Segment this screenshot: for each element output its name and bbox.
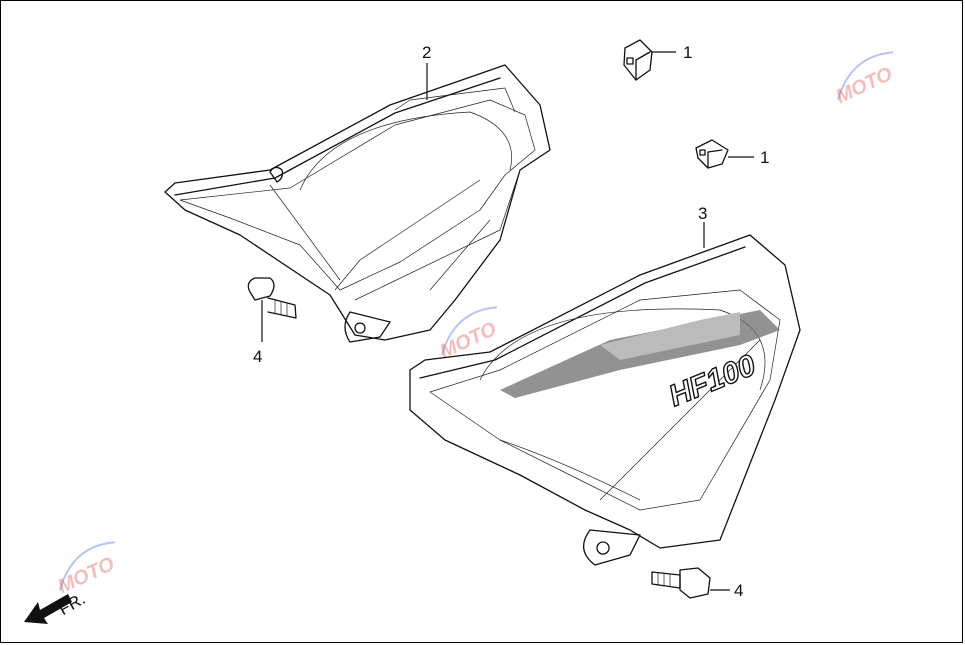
left-side-cover-part [164, 64, 551, 343]
watermark-text: MOTO [437, 318, 501, 363]
callout-2: 2 [422, 43, 431, 62]
callout-1b: 1 [760, 148, 769, 167]
front-direction-label: FR. [55, 589, 88, 619]
cover-marking: HF100 [664, 349, 760, 413]
bolt-part-upper [247, 277, 297, 319]
bolt-part-lower [651, 567, 711, 599]
watermark-text: MOTO [55, 553, 119, 598]
right-side-cover-part: HF100 [409, 234, 801, 566]
watermark-bottom-left: MOTO [55, 541, 119, 598]
callout-3: 3 [698, 204, 707, 223]
front-direction-indicator: FR. [24, 589, 89, 624]
clip-part-upper [623, 39, 653, 81]
callout-4b: 4 [734, 581, 743, 600]
watermark-top-right: MOTO [833, 51, 897, 108]
callout-1a: 1 [683, 43, 692, 62]
callout-4a: 4 [253, 347, 262, 366]
front-arrow-icon [24, 594, 72, 624]
clip-part-lower [695, 139, 729, 169]
watermark-text: MOTO [833, 63, 897, 108]
